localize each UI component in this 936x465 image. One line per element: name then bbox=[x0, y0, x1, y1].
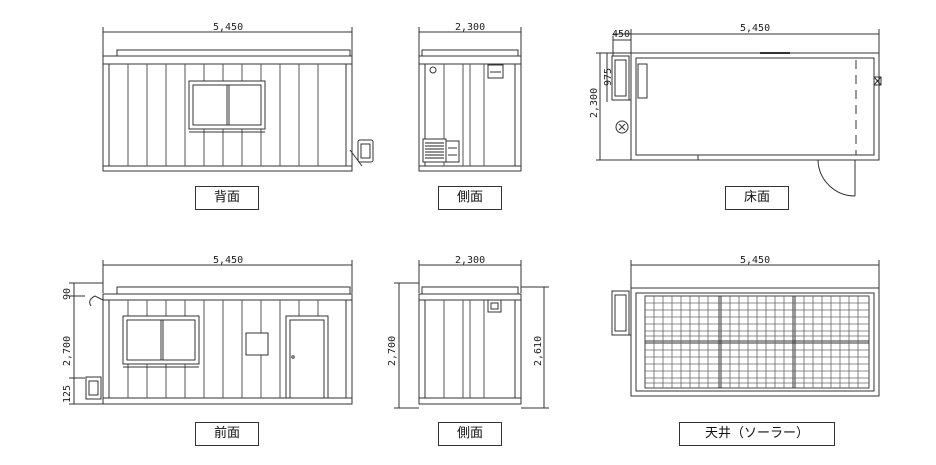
back-width-dim: 5,450 bbox=[213, 22, 243, 33]
caption-side-top: 側面 bbox=[438, 186, 502, 210]
caption-back: 背面 bbox=[195, 186, 259, 210]
front-height-dim: 2,700 bbox=[62, 336, 73, 366]
floor-porch-dim: 975 bbox=[603, 68, 614, 86]
front-width-dim: 5,450 bbox=[213, 255, 243, 266]
caption-front: 前面 bbox=[195, 422, 259, 446]
side-elevation-top bbox=[418, 27, 522, 172]
side-bottom-height-right-dim: 2,610 bbox=[533, 336, 544, 366]
floor-left-dim: 450 bbox=[612, 29, 630, 40]
side-bottom-height-left-dim: 2,700 bbox=[387, 336, 398, 366]
back-elevation bbox=[102, 27, 374, 172]
roof-solar-plan bbox=[611, 260, 880, 397]
caption-side-bottom: 側面 bbox=[438, 422, 502, 446]
floor-depth-dim: 2,300 bbox=[589, 88, 600, 118]
caption-roof: 天井（ソーラー） bbox=[679, 422, 835, 446]
side-bottom-width-dim: 2,300 bbox=[455, 255, 485, 266]
floor-width-dim: 5,450 bbox=[740, 23, 770, 34]
floor-plan bbox=[596, 29, 882, 197]
roof-width-dim: 5,450 bbox=[740, 255, 770, 266]
front-top-dim: 90 bbox=[62, 288, 73, 300]
side-elevation-bottom bbox=[394, 260, 549, 409]
front-elevation bbox=[69, 260, 353, 405]
side-top-width-dim: 2,300 bbox=[455, 22, 485, 33]
caption-floor: 床面 bbox=[725, 186, 789, 210]
front-bottom-dim: 125 bbox=[62, 385, 73, 403]
